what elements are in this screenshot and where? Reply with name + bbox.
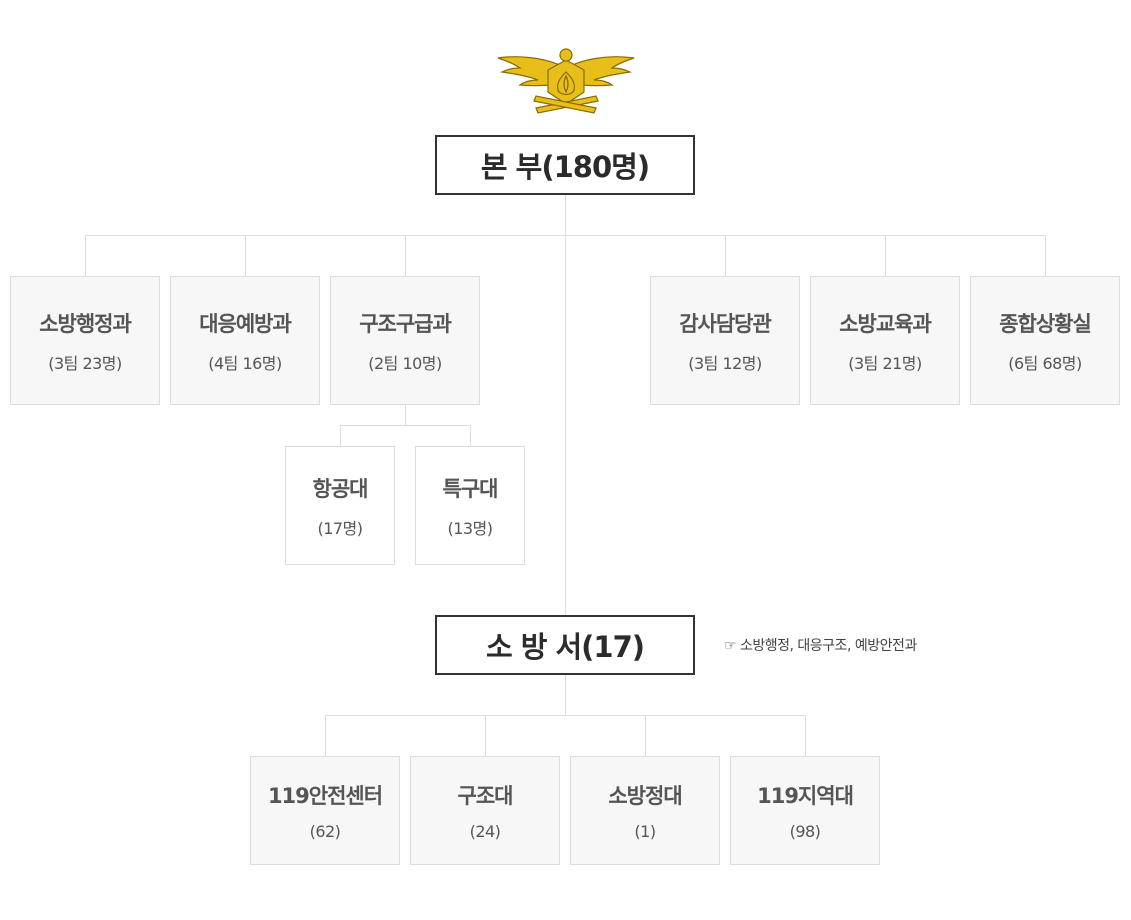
hq-branch-line	[85, 235, 1046, 236]
fire-stations-label: 소 방 서(17)	[485, 630, 645, 664]
sub-unit-name: 항공대	[312, 476, 369, 501]
drop-line	[245, 235, 246, 276]
station-unit-name: 119안전센터	[267, 784, 383, 808]
station-branch-line	[325, 715, 806, 716]
station-unit-count: (24)	[469, 822, 501, 841]
sub-unit-count: (13명)	[447, 518, 493, 538]
dept-count: (3팀 23명)	[48, 353, 122, 373]
headquarters-label: 본 부(180명)	[480, 150, 650, 184]
dept-name: 구조구급과	[359, 311, 452, 336]
drop-line	[470, 425, 471, 446]
dept-name: 감사담당관	[679, 311, 772, 336]
fire-stations-box: 소 방 서(17)	[435, 615, 695, 675]
drop-line	[340, 425, 341, 446]
dept-name: 종합상황실	[999, 311, 1092, 336]
sub-unit-count: (17명)	[317, 518, 363, 538]
drop-line	[85, 235, 86, 276]
dept-name: 소방교육과	[839, 311, 932, 336]
sub-unit-box-air: 항공대 (17명)	[285, 446, 395, 565]
drop-line	[725, 235, 726, 276]
drop-line	[645, 715, 646, 756]
rescue-branch-line	[340, 425, 471, 426]
dept-box-admin: 소방행정과 (3팀 23명)	[10, 276, 160, 405]
station-unit-box-local: 119지역대 (98)	[730, 756, 880, 865]
rescue-stem-line	[405, 404, 406, 425]
sub-unit-name: 특구대	[442, 476, 499, 501]
dept-count: (3팀 12명)	[688, 353, 762, 373]
station-unit-box-rescue: 구조대 (24)	[410, 756, 560, 865]
dept-box-education: 소방교육과 (3팀 21명)	[810, 276, 960, 405]
dept-count: (2팀 10명)	[368, 353, 442, 373]
dept-box-audit: 감사담당관 (3팀 12명)	[650, 276, 800, 405]
drop-line	[325, 715, 326, 756]
station-unit-count: (62)	[309, 822, 341, 841]
dept-count: (6팀 68명)	[1008, 353, 1082, 373]
fire-stations-note: ☞ 소방행정, 대응구조, 예방안전과	[724, 638, 917, 654]
station-unit-name: 119지역대	[757, 784, 854, 808]
station-unit-name: 구조대	[457, 784, 514, 808]
dept-count: (3팀 21명)	[848, 353, 922, 373]
headquarters-box: 본 부(180명)	[435, 135, 695, 195]
station-unit-box-fireboat: 소방정대 (1)	[570, 756, 720, 865]
sub-unit-box-special: 특구대 (13명)	[415, 446, 525, 565]
station-unit-box-safety-center: 119안전센터 (62)	[250, 756, 400, 865]
dept-name: 소방행정과	[39, 311, 132, 336]
station-unit-count: (98)	[789, 822, 821, 841]
station-unit-count: (1)	[634, 822, 656, 841]
fire-service-emblem-icon	[497, 48, 635, 114]
station-unit-name: 소방정대	[608, 784, 682, 808]
drop-line	[885, 235, 886, 276]
drop-line	[405, 235, 406, 276]
drop-line	[485, 715, 486, 756]
trunk-line	[565, 194, 566, 615]
dept-box-response: 대응예방과 (4팀 16명)	[170, 276, 320, 405]
dept-box-rescue: 구조구급과 (2팀 10명)	[330, 276, 480, 405]
drop-line	[1045, 235, 1046, 276]
trunk-line-lower	[565, 674, 566, 715]
dept-count: (4팀 16명)	[208, 353, 282, 373]
dept-box-situation-room: 종합상황실 (6팀 68명)	[970, 276, 1120, 405]
dept-name: 대응예방과	[199, 311, 292, 336]
drop-line	[805, 715, 806, 756]
